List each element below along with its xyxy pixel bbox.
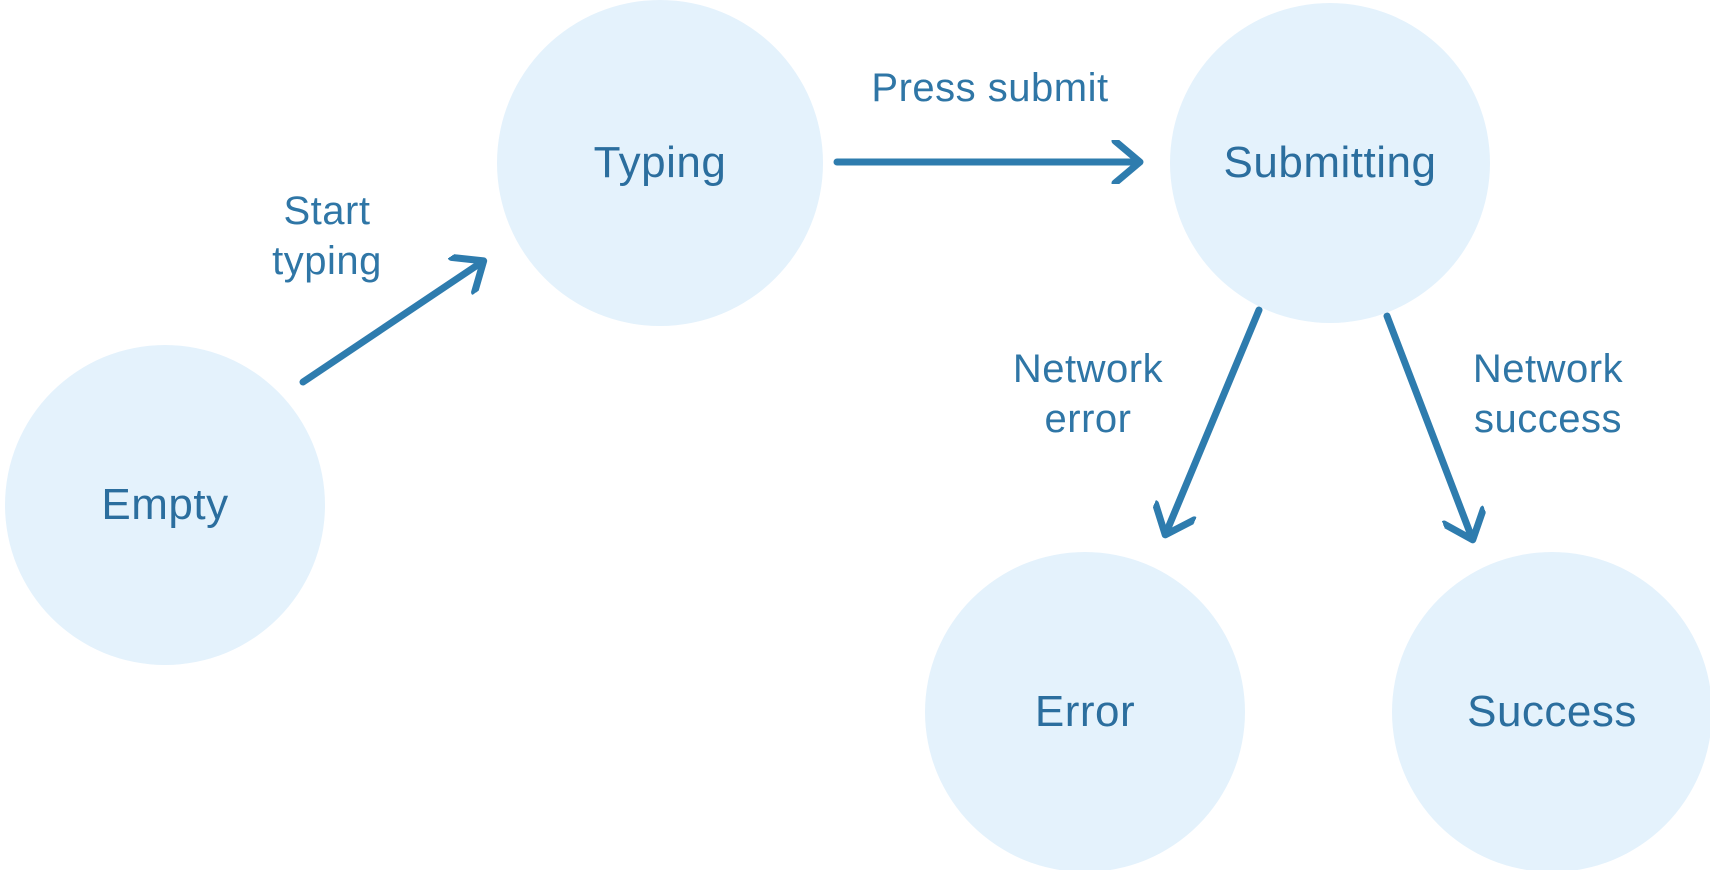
state-label-error: Error — [1034, 687, 1136, 736]
state-node-submitting: Submitting — [1170, 3, 1490, 323]
state-label-submitting: Submitting — [1223, 138, 1437, 187]
transition-label-network-success-line2: success — [1473, 397, 1622, 441]
transition-label-network-success-line1: Network — [1472, 347, 1624, 391]
transition-label-network-error-line1: Network — [1012, 347, 1164, 391]
state-label-empty: Empty — [101, 480, 229, 529]
transition-label-network-error-line2: error — [1044, 397, 1132, 441]
transition-label-network-error: Network error — [1013, 344, 1163, 444]
state-node-error: Error — [925, 552, 1245, 870]
state-node-empty: Empty — [5, 345, 325, 665]
state-label-typing: Typing — [593, 138, 727, 187]
transition-label-press-submit-line1: Press submit — [871, 66, 1109, 110]
transition-label-start-typing-line1: Start — [283, 189, 371, 233]
state-node-typing: Typing — [497, 0, 823, 326]
arrow-submitting-to-error — [1166, 306, 1263, 533]
transition-label-start-typing: Start typing — [272, 186, 382, 286]
transition-label-start-typing-line2: typing — [272, 239, 382, 283]
arrow-submitting-to-success — [1383, 312, 1472, 538]
state-label-success: Success — [1467, 687, 1637, 736]
transition-label-network-success: Network success — [1473, 344, 1623, 444]
transition-label-press-submit: Press submit — [871, 63, 1108, 113]
state-node-success: Success — [1392, 552, 1710, 870]
